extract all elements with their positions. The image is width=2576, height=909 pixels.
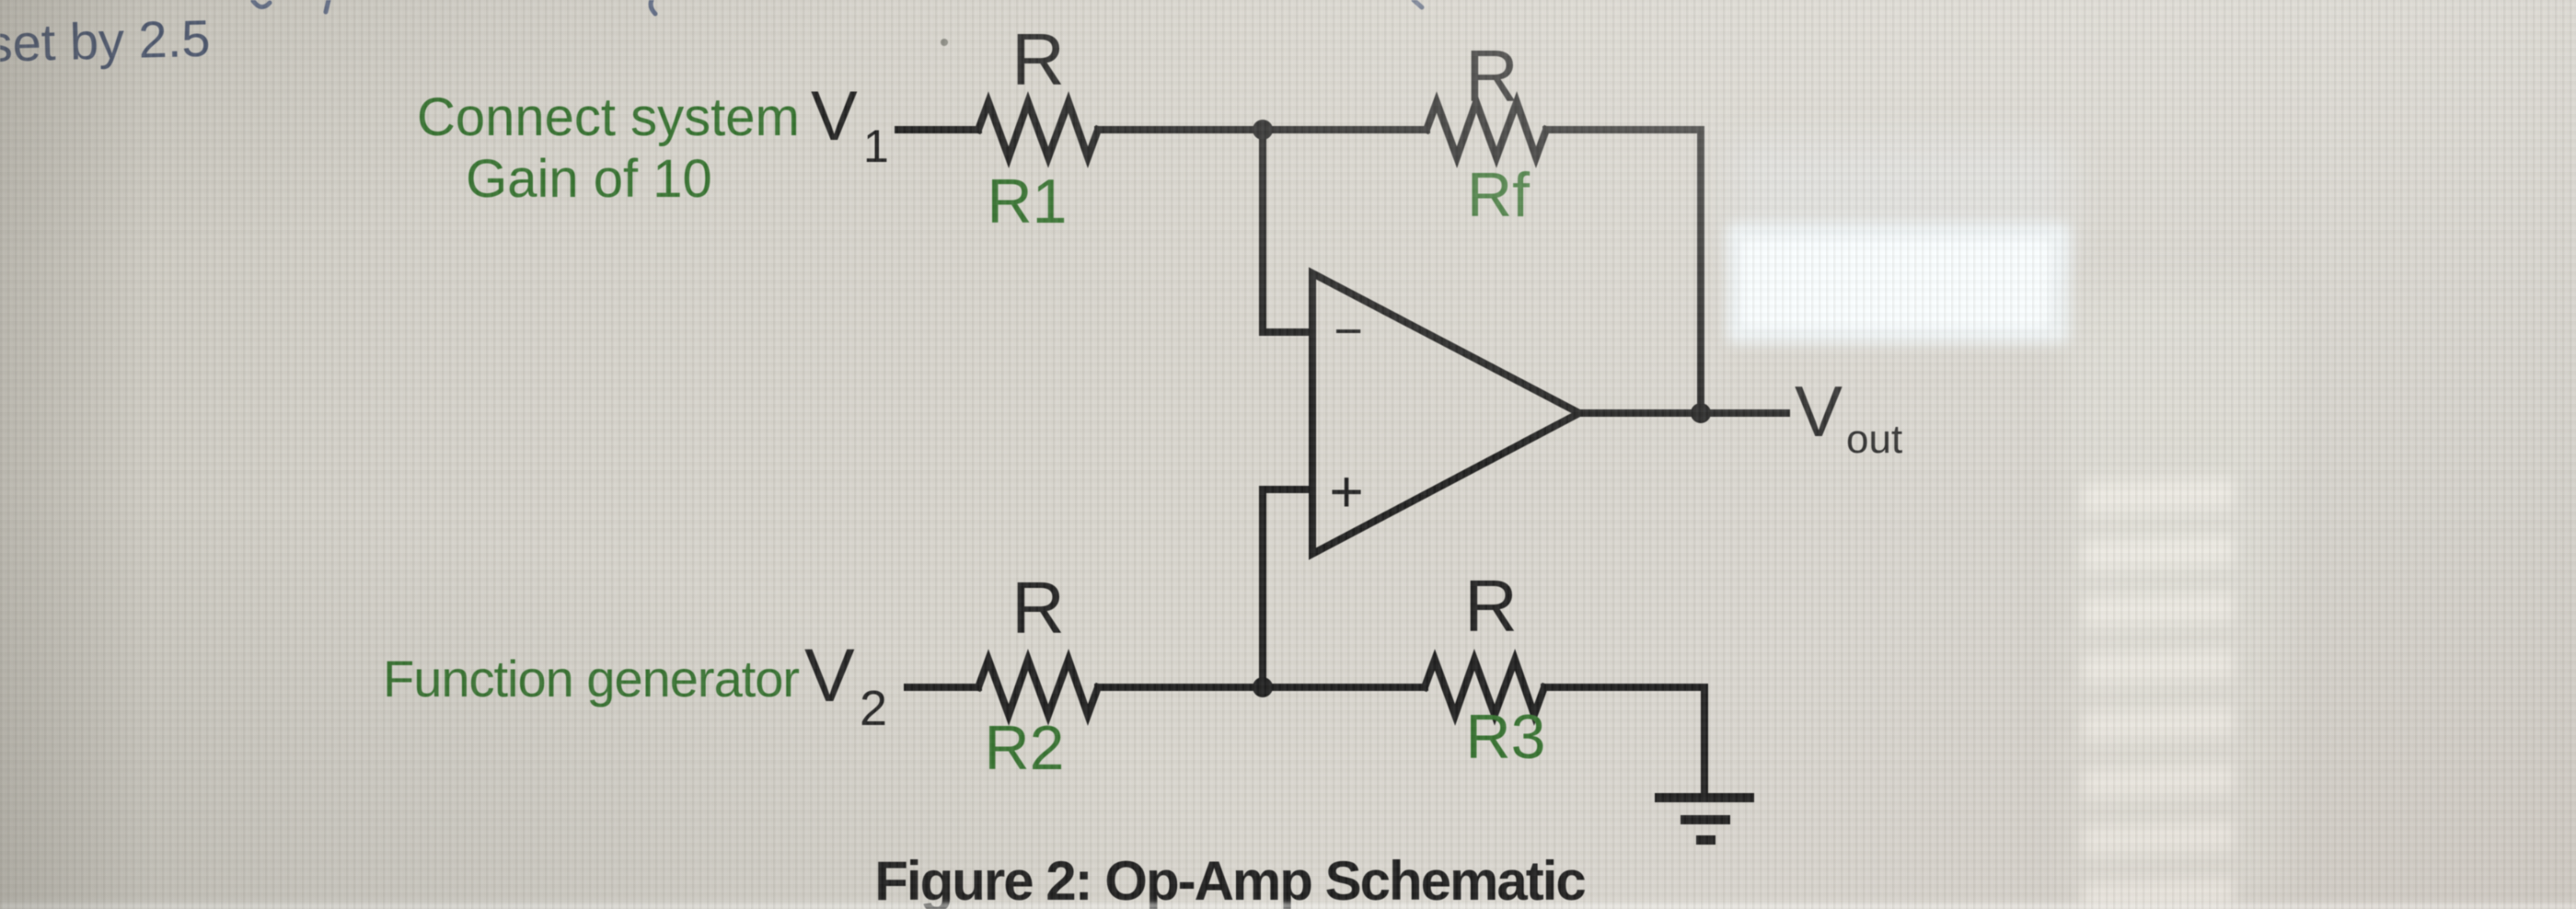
r2-value-label: R [1011,567,1065,649]
wire-feedback-down [1542,126,1704,417]
output-vout-label: V out [1795,371,1902,462]
resistor-r2 [973,649,1103,726]
pen-mark-icon [250,0,272,9]
ground-symbol-icon [1655,793,1754,845]
opamp-inverting-sign: − [1334,304,1363,359]
v2-subscript: 2 [860,681,887,736]
r3-ref-label: R3 [1466,702,1546,772]
r1-ref-label: R1 [988,167,1068,236]
r3-value-label: R [1464,565,1518,647]
rf-value-label: R [1465,35,1519,117]
right-light-blobs [2082,471,2235,909]
source-v2-label: V 2 [804,634,887,736]
pen-mark-icon [323,0,331,15]
v1-subscript: 1 [863,121,889,172]
resistor-r1 [973,91,1103,168]
v2-base: V [804,634,855,718]
handwritten-note: set by 2.5 [0,9,211,73]
pen-mark-icon [1411,0,1425,10]
r2-ref-label: R2 [985,713,1065,783]
vout-subscript: out [1846,417,1902,462]
wire-inverting-input [1259,126,1314,336]
annotation-connect-system: Connect system [417,87,800,147]
wire-noninverting-input [1259,486,1314,691]
annotation-function-generator: Function generator [383,650,799,708]
annotation-gain-of-10: Gain of 10 [466,149,712,209]
r1-value-label: R [1011,18,1065,100]
pen-stroke-remnants [250,0,1425,46]
pen-mark-icon [648,0,658,17]
junction-dot [1691,403,1711,423]
v1-base: V [811,77,858,155]
opamp-noninverting-sign: + [1329,458,1363,524]
bottom-edge-highlight [0,903,2576,909]
vout-base: V [1795,371,1842,452]
junction-dot [1253,677,1273,697]
source-v1-label: V 1 [811,77,889,172]
rf-ref-label: Rf [1467,160,1530,230]
opamp-symbol: − + [1309,267,1588,560]
figure-caption: Figure 2: Op-Amp Schematic [874,850,1585,909]
screen-glare-core [1741,239,2050,328]
wire-r3-to-ground [1541,684,1708,800]
dust-speck [941,39,948,46]
junction-dot [1253,120,1273,140]
